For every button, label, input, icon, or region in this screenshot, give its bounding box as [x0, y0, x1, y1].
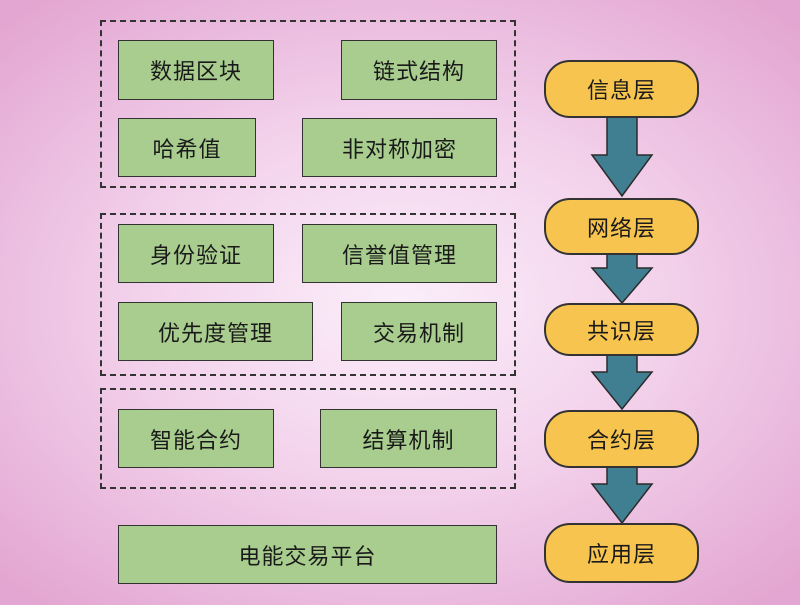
box-settlement-mechanism: 结算机制	[320, 409, 497, 468]
box-chain-structure: 链式结构	[341, 40, 497, 100]
layer-network: 网络层	[544, 198, 699, 255]
layer-consensus: 共识层	[544, 303, 699, 356]
box-hash-value: 哈希值	[118, 118, 256, 177]
box-trading-mechanism: 交易机制	[341, 302, 497, 361]
layer-application: 应用层	[544, 523, 699, 583]
arrow-down-icon	[590, 114, 654, 198]
box-smart-contract: 智能合约	[118, 409, 274, 468]
group-consensus-functions	[100, 213, 516, 376]
group-blockchain-structure	[100, 20, 516, 188]
arrow-down-icon	[590, 352, 654, 411]
box-reputation-management: 信誉值管理	[302, 224, 497, 283]
box-identity-verification: 身份验证	[118, 224, 274, 283]
layer-contract: 合约层	[544, 410, 699, 468]
box-energy-trading-platform: 电能交易平台	[118, 525, 497, 584]
group-contract-functions	[100, 388, 516, 489]
box-asymmetric-encryption: 非对称加密	[302, 118, 497, 177]
layer-information: 信息层	[544, 60, 699, 118]
box-data-block: 数据区块	[118, 40, 274, 100]
arrow-down-icon	[590, 464, 654, 525]
box-priority-management: 优先度管理	[118, 302, 313, 361]
arrow-down-icon	[590, 251, 654, 305]
